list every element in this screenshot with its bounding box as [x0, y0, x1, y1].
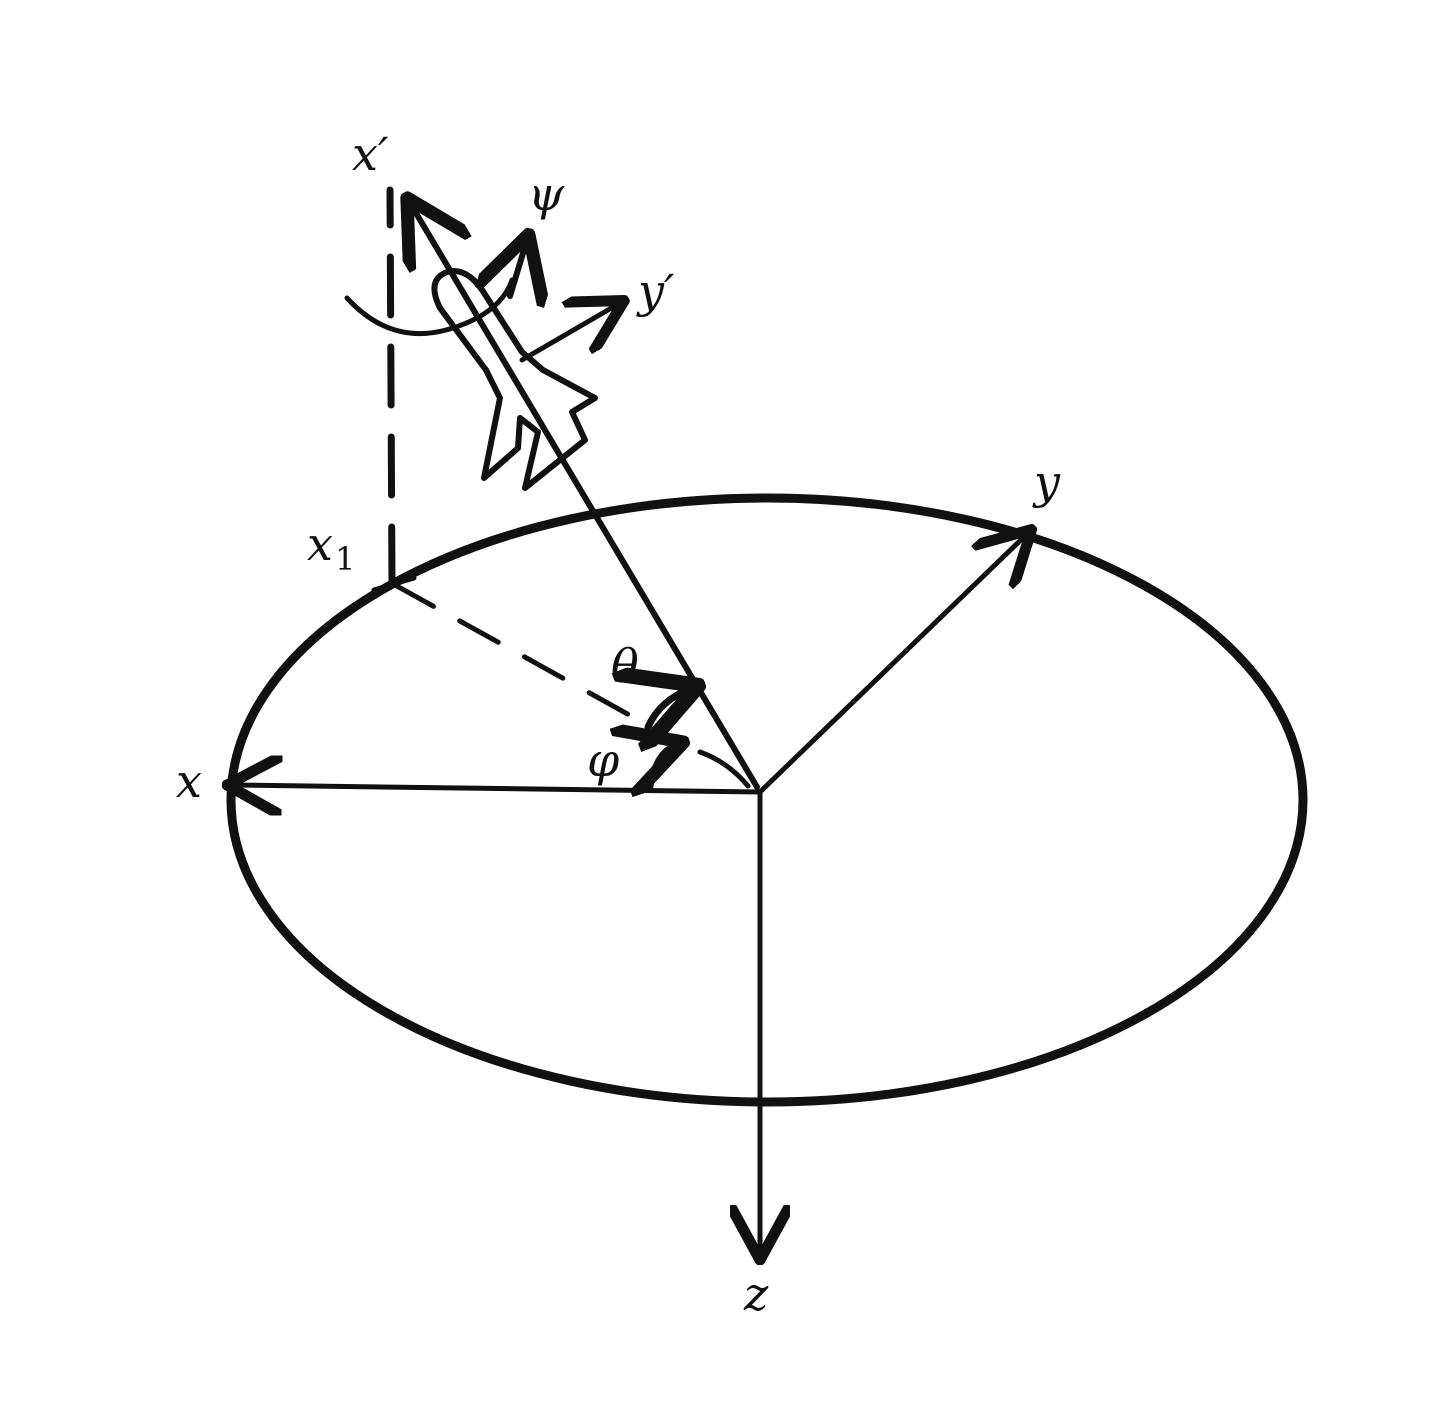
theta-angle-arc: [648, 688, 692, 727]
x-axis-label: x: [176, 754, 202, 808]
phi-label: φ: [587, 733, 620, 787]
z-axis-label: z: [743, 1267, 769, 1321]
psi-label: ψ: [528, 167, 565, 221]
horizontal-plane-ellipse: [226, 493, 1308, 1107]
x1-projection-dashed-line: [392, 582, 681, 745]
x-prime-label: x′: [352, 127, 389, 181]
y-prime-axis-arrow: [519, 303, 620, 363]
vertical-dashed-line: [386, 186, 396, 589]
psi-arrow: [510, 240, 527, 296]
phi-angle-arc-right: [697, 749, 751, 789]
y-axis-arrow: [757, 533, 1028, 795]
y-prime-label: y′: [636, 264, 675, 318]
y-axis-label: y: [1032, 455, 1061, 509]
x1-label: x1: [307, 517, 355, 578]
theta-label: θ: [611, 639, 639, 693]
x1-label-base: x: [307, 517, 333, 571]
x1-label-subscript: 1: [335, 540, 355, 578]
psi-rotation-arc: [344, 277, 515, 337]
x-axis-arrow: [232, 785, 763, 792]
x-prime-axis-arrow: [410, 203, 760, 790]
rocket-body: [431, 268, 598, 491]
phi-angle-arc: [650, 744, 678, 790]
x1-tick: [371, 575, 417, 593]
